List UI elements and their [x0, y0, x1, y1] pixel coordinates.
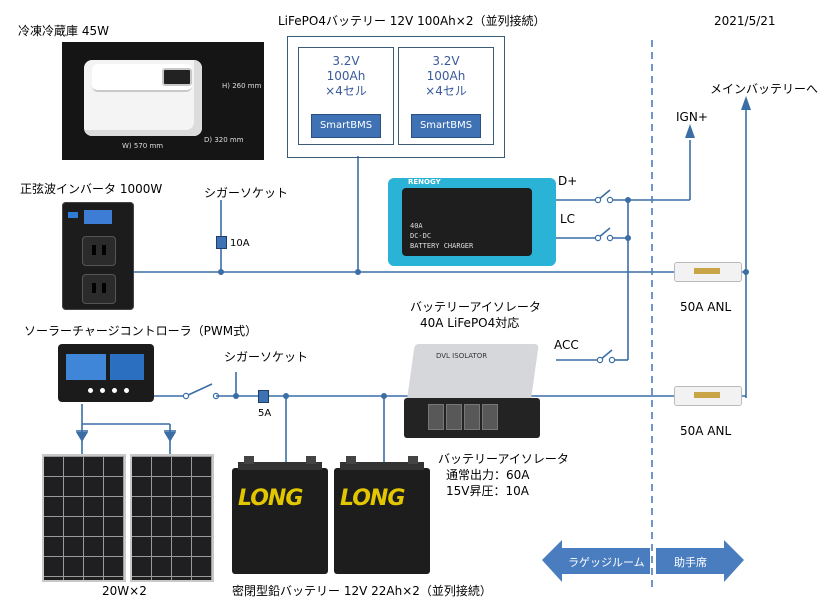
smartbms-2: SmartBMS — [411, 114, 481, 138]
lc-label: LC — [560, 212, 576, 226]
freezer-dim-depth: D) 320 mm — [204, 136, 244, 144]
fuse-10a-label: 10A — [230, 238, 250, 249]
freezer-dim-width: W) 570 mm — [122, 142, 164, 150]
solar-controller-image — [58, 344, 154, 402]
fuse-5a — [258, 390, 269, 403]
isolator-label-1: バッテリーアイソレータ — [438, 452, 569, 466]
charger-label-1: バッテリーアイソレータ — [410, 300, 541, 314]
solar-panel-2 — [130, 454, 214, 582]
anl-bottom-label: 50A ANL — [680, 424, 732, 438]
dplus-label: D+ — [558, 174, 578, 188]
dcdc-charger-image: RENOGY 40A DC-DC BATTERY CHARGER — [388, 178, 556, 266]
lead-battery-2: LONG — [334, 456, 430, 574]
lifepo-cell-2: 3.2V 100Ah ×4セル SmartBMS — [398, 47, 494, 145]
zone-left-label: ラゲッジルーム — [568, 556, 645, 569]
inverter-label: 正弦波インバータ 1000W — [20, 182, 163, 196]
inverter-image — [62, 202, 134, 310]
lead-battery-label: 密閉型鉛バッテリー 12V 22Ah×2（並列接続） — [232, 584, 492, 598]
solar-controller-label: ソーラーチャージコントローラ（PWM式） — [24, 324, 258, 338]
isolator-label-2: 通常出力：60A — [446, 468, 530, 482]
ign-label: IGN+ — [676, 110, 708, 124]
arrow-left-shape — [542, 540, 650, 582]
arrow-right-shape — [656, 540, 744, 582]
isolator-label-3: 15V昇圧：10A — [446, 484, 529, 498]
date-label: 2021/5/21 — [714, 14, 776, 28]
main-battery-label: メインバッテリーへ — [710, 82, 818, 96]
switch-solar — [185, 383, 213, 397]
lifepo-label: LiFePO4バッテリー 12V 100Ah×2（並列接続） — [278, 14, 546, 28]
isolator-image: DVL ISOLATOR — [396, 344, 548, 444]
charger-brand: RENOGY — [408, 178, 441, 186]
anl-fuse-bottom — [674, 384, 742, 410]
charger-label-2: 40A LiFePO4対応 — [420, 316, 520, 330]
freezer-label: 冷凍冷蔵庫 45W — [18, 24, 109, 38]
anl-top-label: 50A ANL — [680, 300, 732, 314]
smartbms-1: SmartBMS — [311, 114, 381, 138]
fuse-5a-label: 5A — [258, 408, 272, 419]
lead-battery-1: LONG — [232, 456, 328, 574]
solar-panels-label: 20W×2 — [102, 584, 147, 598]
cigar-socket-2-label: シガーソケット — [224, 350, 309, 364]
lifepo-cell-1: 3.2V 100Ah ×4セル SmartBMS — [298, 47, 394, 145]
fuse-10a — [216, 236, 227, 249]
freezer-dim-height: H) 260 mm — [222, 82, 262, 90]
freezer-image: W) 570 mm D) 320 mm H) 260 mm — [62, 42, 264, 160]
lifepo-battery-box: 3.2V 100Ah ×4セル SmartBMS 3.2V 100Ah ×4セル… — [287, 36, 505, 158]
acc-label: ACC — [554, 338, 579, 352]
anl-fuse-top — [674, 260, 742, 286]
cigar-socket-1-label: シガーソケット — [204, 186, 289, 200]
zone-right-label: 助手席 — [674, 556, 707, 569]
solar-panel-1 — [42, 454, 126, 582]
